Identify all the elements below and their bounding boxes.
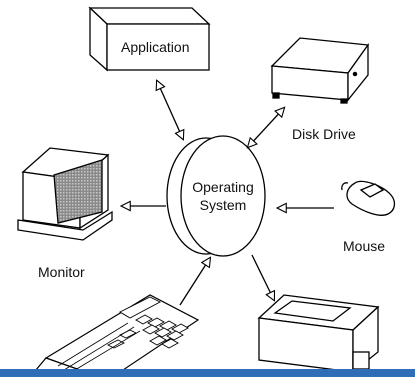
operating-system-label: Operating System xyxy=(178,178,268,214)
operating-system-label-line1: Operating xyxy=(192,179,254,195)
monitor-label: Monitor xyxy=(38,264,85,280)
bottom-bar xyxy=(0,369,415,377)
mouse-label: Mouse xyxy=(343,238,386,254)
disk-drive-label: Disk Drive xyxy=(292,126,356,142)
arrow-os-printer xyxy=(251,254,274,300)
monitor-icon xyxy=(17,147,113,241)
arrow-keyboard-os xyxy=(179,258,210,306)
operating-system-cylinder xyxy=(166,135,266,257)
mouse-icon xyxy=(341,180,396,216)
connectors xyxy=(122,81,334,306)
arrow-application-os xyxy=(157,81,183,139)
keyboard-icon xyxy=(29,294,200,377)
application-box xyxy=(88,6,211,72)
operating-system-label-line2: System xyxy=(199,197,247,213)
disk-drive-icon xyxy=(270,37,370,104)
printer-icon xyxy=(257,294,380,374)
application-label: Application xyxy=(121,39,190,55)
arrow-diskdrive-os xyxy=(248,108,284,147)
